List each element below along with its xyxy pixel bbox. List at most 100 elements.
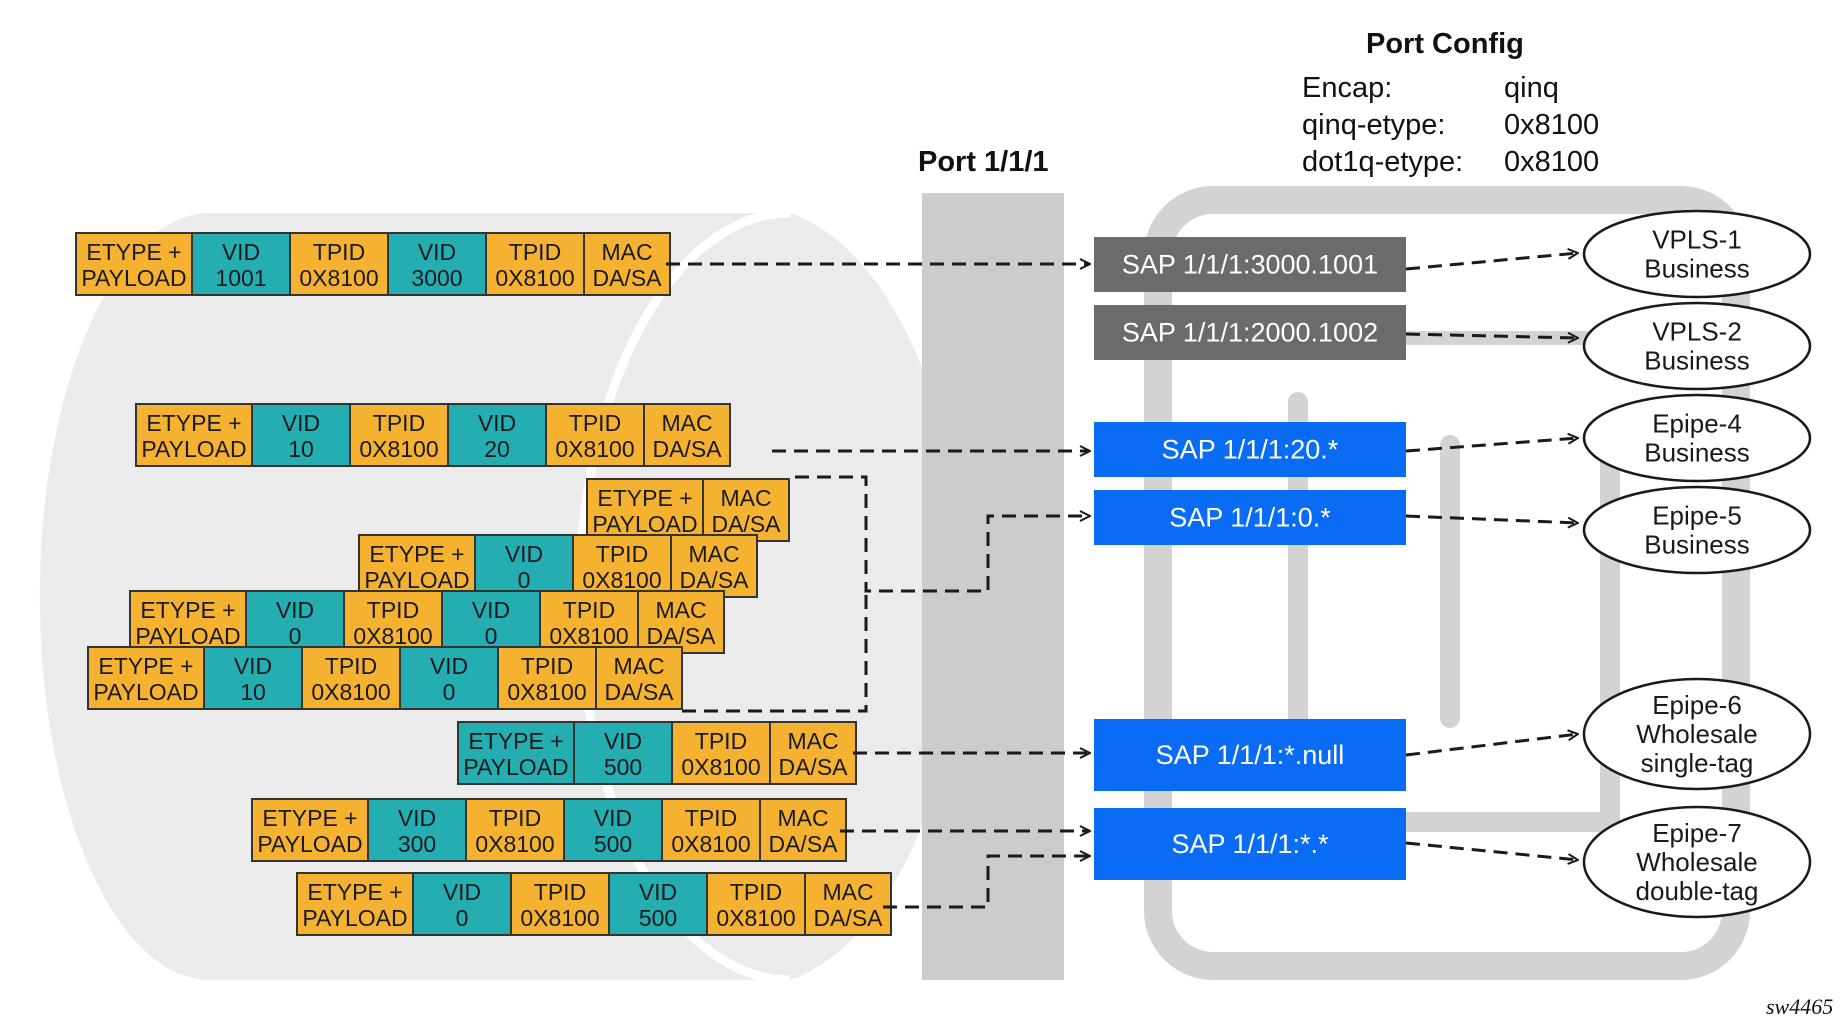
frame-5: ETYPE +PAYLOADVID0TPID0X8100VID0TPID0X81… — [129, 590, 725, 654]
field-box — [474, 534, 574, 598]
field-value: 0X8100 — [555, 436, 634, 462]
field-label: ETYPE + — [468, 728, 563, 754]
field-box — [583, 232, 671, 296]
frames-layer: ETYPE +PAYLOADVID1001TPID0X8100VID3000TP… — [75, 232, 892, 936]
field-label: ETYPE + — [597, 485, 692, 511]
frame-field-payload: ETYPE +PAYLOAD — [251, 798, 369, 862]
field-value: PAYLOAD — [364, 567, 469, 593]
field-value: 0 — [289, 623, 302, 649]
field-label: MAC — [655, 597, 706, 623]
field-label: MAC — [787, 728, 838, 754]
service-label: VPLS-2 — [1652, 317, 1742, 347]
service-label: Business — [1644, 438, 1750, 468]
field-value: 0 — [443, 679, 456, 705]
field-box — [539, 590, 639, 654]
frame-2: ETYPE +PAYLOADVID10TPID0X8100VID20TPID0X… — [135, 403, 731, 467]
field-box — [485, 232, 585, 296]
field-value: 0X8100 — [299, 265, 378, 291]
field-value: 0X8100 — [520, 905, 599, 931]
field-value: 0X8100 — [353, 623, 432, 649]
field-label: MAC — [601, 239, 652, 265]
field-box — [87, 646, 205, 710]
figure-id: sw4465 — [1766, 994, 1834, 1019]
frame-8: ETYPE +PAYLOADVID300TPID0X8100VID500TPID… — [251, 798, 847, 862]
frame-6: ETYPE +PAYLOADVID10TPID0X8100VID0TPID0X8… — [87, 646, 683, 710]
field-value: 10 — [240, 679, 266, 705]
service-label: Business — [1644, 346, 1750, 376]
field-label: VID — [594, 805, 632, 831]
sap-box — [1094, 808, 1406, 880]
port-bar — [922, 193, 1064, 980]
field-value: 0X8100 — [507, 679, 586, 705]
field-value: DA/SA — [592, 265, 662, 291]
field-label: TPID — [521, 653, 573, 679]
field-label: TPID — [695, 728, 747, 754]
field-value: PAYLOAD — [463, 754, 568, 780]
sap-box — [1094, 305, 1406, 360]
frame-field-payload: ETYPE +PAYLOAD — [296, 872, 414, 936]
field-value: 500 — [594, 831, 632, 857]
field-label: TPID — [313, 239, 365, 265]
field-label: ETYPE + — [307, 879, 402, 905]
frame-field-payload: ETYPE +PAYLOAD — [135, 403, 253, 467]
field-label: TPID — [325, 653, 377, 679]
field-label: ETYPE + — [98, 653, 193, 679]
sap-6: SAP 1/1/1:*.* — [1094, 808, 1406, 880]
field-label: VID — [472, 597, 510, 623]
frame-field-vid: ETYPE +PAYLOAD — [457, 721, 575, 785]
field-value: 0X8100 — [359, 436, 438, 462]
sap-box — [1094, 237, 1406, 292]
field-value: PAYLOAD — [81, 265, 186, 291]
field-label: TPID — [685, 805, 737, 831]
field-label: MAC — [777, 805, 828, 831]
frame-9: ETYPE +PAYLOADVID0TPID0X8100VID500TPID0X… — [296, 872, 892, 936]
field-label: ETYPE + — [86, 239, 181, 265]
port-config-value-dot1q-etype: 0x8100 — [1504, 146, 1600, 178]
frame-1: ETYPE +PAYLOADVID1001TPID0X8100VID3000TP… — [75, 232, 671, 296]
field-value: DA/SA — [778, 754, 848, 780]
sap-2: SAP 1/1/1:2000.1002 — [1094, 305, 1406, 360]
field-value: DA/SA — [711, 511, 781, 537]
sap-label: SAP 1/1/1:3000.1001 — [1122, 250, 1378, 280]
frame-field-payload: ETYPE +PAYLOAD — [129, 590, 247, 654]
service-label: Wholesale — [1636, 719, 1757, 749]
connector-arrow — [883, 856, 1090, 909]
sap-label: SAP 1/1/1:*.* — [1171, 829, 1329, 859]
service-ellipse — [1582, 485, 1812, 575]
field-label: VID — [398, 805, 436, 831]
field-value: PAYLOAD — [257, 831, 362, 857]
field-box — [804, 872, 892, 936]
connector-arrow — [1405, 734, 1578, 757]
field-value: DA/SA — [604, 679, 674, 705]
field-label: MAC — [688, 541, 739, 567]
field-label: ETYPE + — [140, 597, 235, 623]
field-value: 3000 — [411, 265, 462, 291]
field-box — [301, 646, 401, 710]
frame-field-payload: ETYPE +PAYLOAD — [87, 646, 205, 710]
services-layer: VPLS-1BusinessVPLS-2BusinessEpipe-4Busin… — [1582, 209, 1812, 919]
field-box — [671, 721, 771, 785]
field-value: 0X8100 — [311, 679, 390, 705]
service-ellipse — [1582, 677, 1812, 791]
field-box — [296, 872, 414, 936]
field-label: TPID — [730, 879, 782, 905]
service-label: Business — [1644, 254, 1750, 284]
port-label: Port 1/1/1 — [918, 146, 1049, 178]
field-box — [643, 403, 731, 467]
